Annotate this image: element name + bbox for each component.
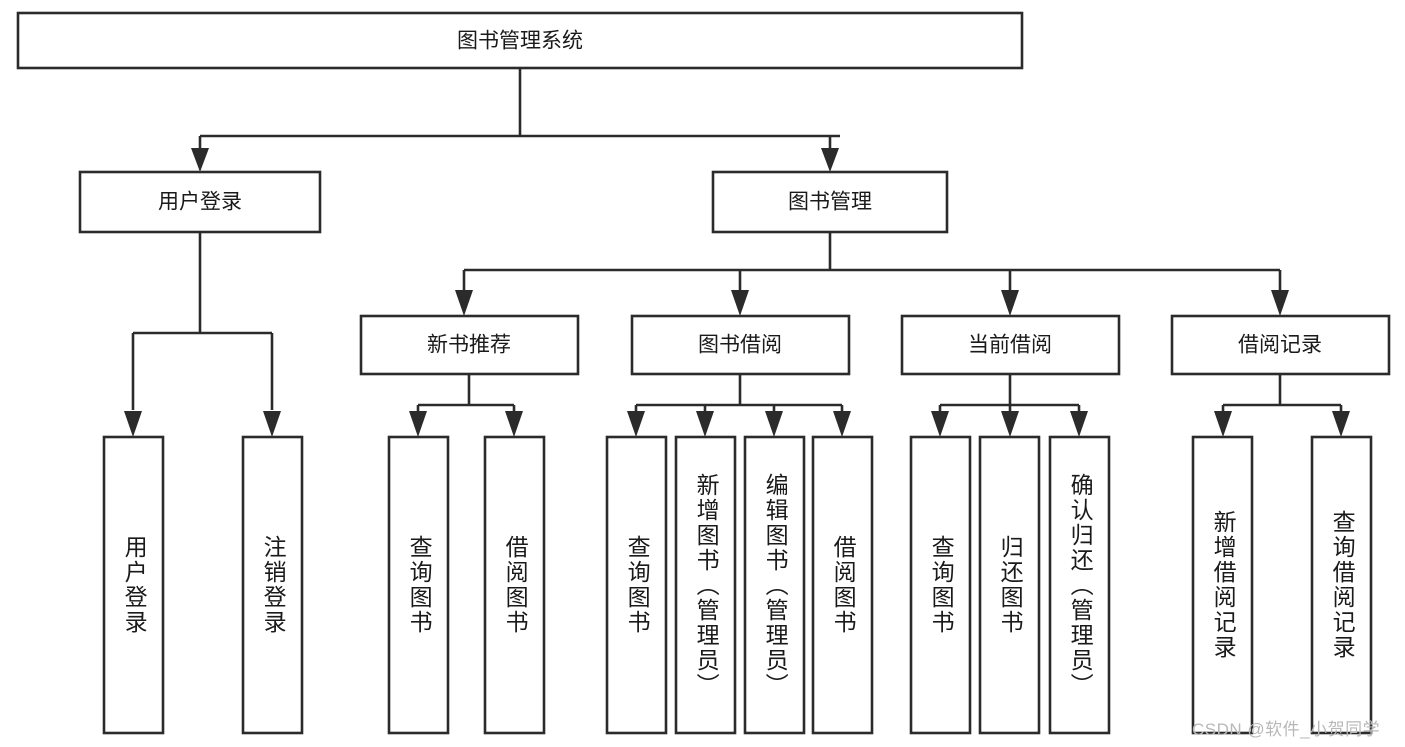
node-book-borrow[interactable]: 图书借阅: [630, 314, 851, 376]
node-user-login-label: 用户登录: [158, 191, 242, 214]
leaf-node-borrow-borrow-book[interactable]: [811, 435, 874, 735]
arrow-head-icon: [124, 411, 142, 437]
connector-currentborrow-to-leaves: [931, 374, 1088, 437]
arrow-head-icon: [1332, 411, 1350, 437]
arrow-head-icon: [191, 148, 209, 172]
connector-borrowrecord-to-leaves: [1214, 374, 1350, 437]
leaf-node-record-add[interactable]: [1191, 435, 1254, 735]
leaf-node-borrow-query-book[interactable]: [605, 435, 668, 735]
node-current-borrow[interactable]: 当前借阅: [900, 314, 1121, 376]
connector-bookmanage-to-level3: [455, 232, 1289, 316]
leaf-node-borrow-add-book[interactable]: [674, 435, 737, 735]
leaf-node-current-confirm-return[interactable]: [1048, 435, 1111, 735]
arrow-head-icon: [627, 411, 645, 437]
arrow-head-icon: [455, 290, 473, 316]
node-root-label: 图书管理系统: [457, 30, 583, 53]
node-book-manage-label: 图书管理: [788, 191, 872, 214]
leaf-node-borrow-edit-book[interactable]: [743, 435, 806, 735]
connector-root-to-level2: [191, 68, 840, 172]
node-current-borrow-label: 当前借阅: [968, 334, 1052, 357]
arrow-head-icon: [1214, 411, 1232, 437]
node-user-login[interactable]: 用户登录: [78, 170, 322, 234]
arrow-head-icon: [696, 411, 714, 437]
node-borrow-record-label: 借阅记录: [1238, 334, 1322, 357]
node-book-manage[interactable]: 图书管理: [711, 170, 949, 234]
leaf-node-rec-borrow-book[interactable]: [483, 435, 546, 735]
node-borrow-record[interactable]: 借阅记录: [1170, 314, 1391, 376]
arrow-head-icon: [731, 290, 749, 316]
arrow-head-icon: [505, 411, 523, 437]
connector-newbook-to-leaves: [409, 374, 523, 437]
arrow-head-icon: [833, 411, 851, 437]
leaf-node-current-return-book[interactable]: [978, 435, 1041, 735]
leaf-node-user-login[interactable]: [102, 435, 165, 735]
connector-userlogin-to-leaves: [124, 232, 281, 437]
node-new-book-recommend-label: 新书推荐: [427, 334, 511, 357]
node-book-borrow-label: 图书借阅: [698, 334, 782, 357]
arrow-head-icon: [1001, 290, 1019, 316]
connector-bookborrow-to-leaves: [627, 374, 851, 437]
node-root-system[interactable]: 图书管理系统: [16, 11, 1024, 70]
leaf-node-current-query-book[interactable]: [909, 435, 972, 735]
leaf-node-user-logout[interactable]: [241, 435, 304, 735]
csdn-watermark: CSDN @软件_小贺同学: [1192, 720, 1381, 739]
leaf-node-record-query[interactable]: [1310, 435, 1373, 735]
arrow-head-icon: [1001, 411, 1019, 437]
arrow-head-icon: [765, 411, 783, 437]
arrow-head-icon: [821, 148, 839, 172]
arrow-head-icon: [409, 411, 427, 437]
arrow-head-icon: [1070, 411, 1088, 437]
arrow-head-icon: [931, 411, 949, 437]
arrow-head-icon: [263, 411, 281, 437]
leaf-node-rec-query-book[interactable]: [387, 435, 450, 735]
arrow-head-icon: [1271, 290, 1289, 316]
node-new-book-recommend[interactable]: 新书推荐: [359, 314, 580, 376]
